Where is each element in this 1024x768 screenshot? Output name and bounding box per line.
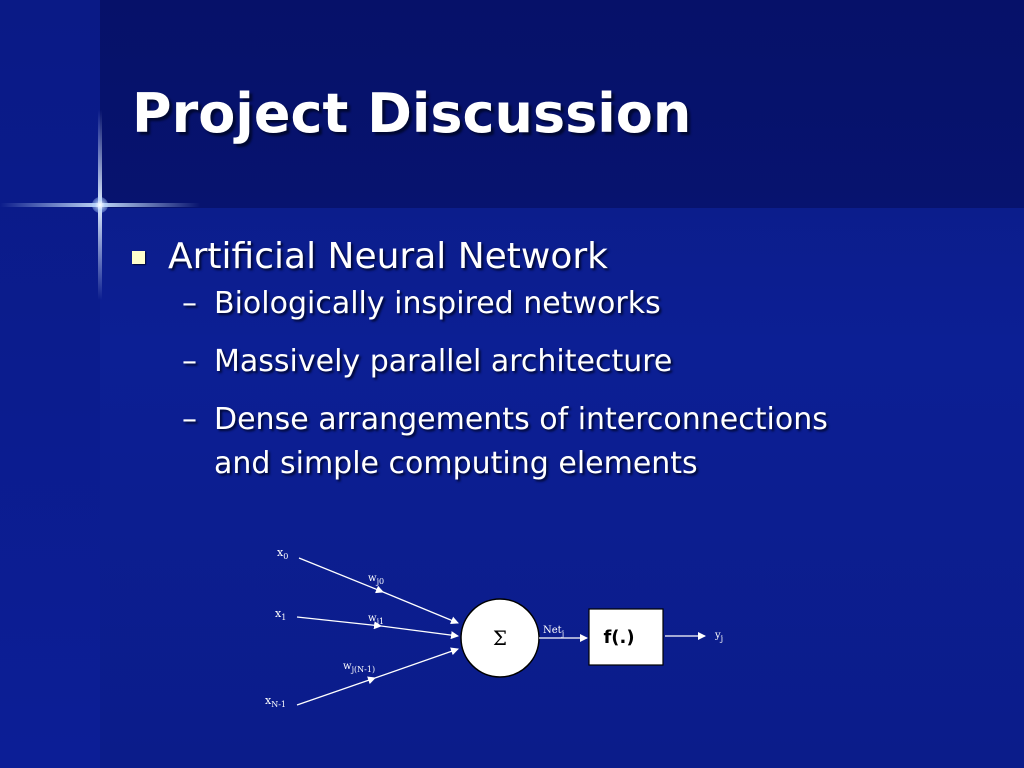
input-edge-1-second-half [380,625,459,640]
input-edge-0-second-half [382,591,459,625]
output-label-yj: yj [714,630,723,643]
input-label-x0: x0 [277,546,288,561]
input-edge-2-second-half [374,647,459,679]
sub-bullet-text: Massively parallel architecture [214,344,673,379]
neuron-diagram: x0 x1 xN-1 wj0 wj1 wj(N-1) Σ Netj f(.) [255,535,755,720]
input-label-x1: x1 [275,607,286,622]
input-edge-2-first-half [296,676,376,706]
activation-function-label: f(.) [603,627,634,648]
activation-function-box [588,608,664,666]
sub-bullet-massively-parallel: – Massively parallel architecture [182,340,992,384]
header-band-decoration [100,0,1024,208]
dash-marker: – [182,402,197,437]
bullet-text: Artificial Neural Network [168,236,609,277]
summation-symbol: Σ [493,626,507,650]
weight-label-wjn-1: wj(N-1) [343,661,375,674]
sub-bullet-text: Biologically inspired networks [214,286,661,321]
square-bullet-icon [132,251,145,264]
input-edge-1-first-half [296,616,382,630]
net-label: Netj [543,625,564,638]
sub-bullet-biologically-inspired: – Biologically inspired networks [182,282,992,326]
star-glow-center [92,197,108,213]
bullet-item-ann: Artificial Neural Network [132,232,992,282]
bullet-list: Artificial Neural Network – Biologically… [132,232,992,486]
neuron-diagram-svg: x0 x1 xN-1 wj0 wj1 wj(N-1) Σ Netj f(.) [265,546,723,709]
sub-bullet-text-line1: Dense arrangements of interconnections [214,402,828,437]
dash-marker: – [182,286,197,321]
slide-title: Project Discussion [132,82,692,145]
sub-bullet-dense-arrangements: – Dense arrangements of interconnections… [182,398,992,486]
input-label-xn-1: xN-1 [265,694,286,709]
weight-label-wj1: wj1 [368,613,384,626]
sub-bullet-text-line2: and simple computing elements [214,446,698,481]
left-band-decoration [0,0,100,768]
input-edge-0-first-half [298,557,384,594]
weight-label-wj0: wj0 [368,573,384,586]
dash-marker: – [182,344,197,379]
